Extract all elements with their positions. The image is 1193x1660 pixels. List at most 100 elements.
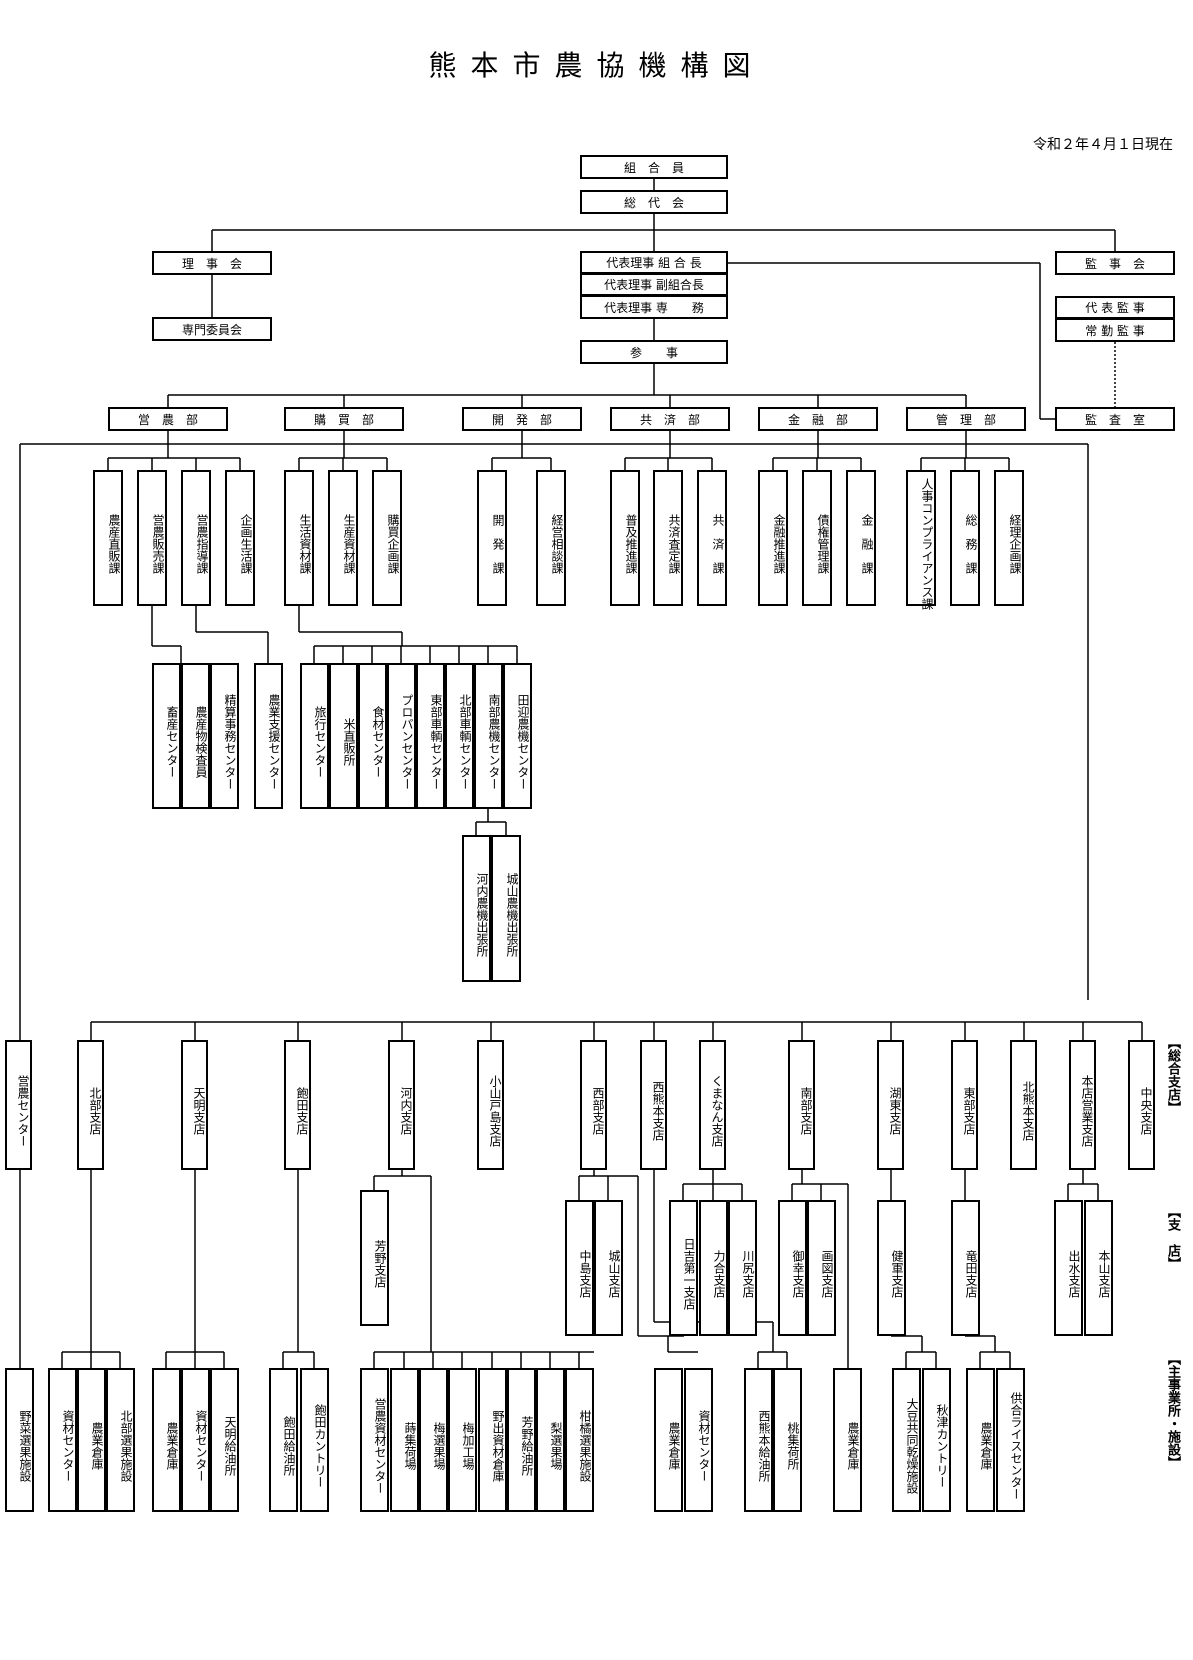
facility-box: 農業倉庫 (966, 1368, 995, 1512)
section-box: 開 発 課 (477, 470, 507, 606)
branch-box: 飽田支店 (284, 1040, 311, 1170)
department-box: 管 理 部 (906, 407, 1026, 431)
facility-box: 野出資材倉庫 (478, 1368, 507, 1512)
facility-box: 北部選果施設 (106, 1368, 135, 1512)
section-box: 経理企画課 (994, 470, 1024, 606)
rep-auditor-box: 代 表 監 事 (1055, 296, 1175, 319)
section-box: 債権管理課 (802, 470, 832, 606)
committee-box: 専門委員会 (152, 317, 272, 341)
facility-box: 飽田給油所 (269, 1368, 298, 1512)
date-note: 令和２年４月１日現在 (1033, 137, 1173, 153)
center-box: 城山農機出張所 (491, 835, 521, 982)
branch-box: 南部支店 (788, 1040, 815, 1170)
facility-box: 梅加工場 (448, 1368, 477, 1512)
section-box: 共 済 課 (697, 470, 727, 606)
department-box: 金 融 部 (758, 407, 878, 431)
section-box: 共済査定課 (653, 470, 683, 606)
legend-facilities: 【主事業所・施設】 (1165, 1352, 1180, 1469)
facility-box: 農業倉庫 (654, 1368, 683, 1512)
sub-branch-box: 竜田支店 (951, 1200, 980, 1336)
branch-box: 西熊本支店 (640, 1040, 667, 1170)
center-box: 旅行センター (300, 663, 329, 809)
audit-office-box: 監 査 室 (1055, 407, 1175, 431)
facility-box: 野菜選果施設 (5, 1368, 34, 1512)
section-box: 営農販売課 (137, 470, 167, 606)
members-box: 組 合 員 (580, 155, 728, 179)
center-box: プロパンセンター (387, 663, 416, 809)
section-box: 金融推進課 (758, 470, 788, 606)
center-box: 東部車輌センター (416, 663, 445, 809)
facility-box: 資材センター (48, 1368, 77, 1512)
facility-box: 芳野給油所 (507, 1368, 536, 1512)
section-box: 営農指導課 (181, 470, 211, 606)
section-box: 経営相談課 (536, 470, 566, 606)
section-box: 購買企画課 (372, 470, 402, 606)
branch-box: 本店営業支店 (1069, 1040, 1096, 1170)
center-box: 北部車輌センター (445, 663, 474, 809)
facility-box: 農業倉庫 (833, 1368, 862, 1512)
center-box: 精算事務センター (210, 663, 239, 809)
sub-branch-box: 画図支店 (807, 1200, 836, 1336)
facility-box: 供合ライスセンター (996, 1368, 1025, 1512)
sub-branch-box: 中島支店 (565, 1200, 594, 1336)
department-box: 購 買 部 (284, 407, 404, 431)
facility-box: 梅選果場 (419, 1368, 448, 1512)
fulltime-auditor-box: 常 勤 監 事 (1055, 318, 1175, 342)
center-box: 河内農機出張所 (462, 835, 491, 982)
facility-box: 資材センター (181, 1368, 210, 1512)
branch-box: 営農センター (5, 1040, 32, 1170)
center-box: 米直販所 (329, 663, 358, 809)
sub-branch-box: 日吉第一支店 (669, 1200, 698, 1336)
branch-box: 湖東支店 (877, 1040, 904, 1170)
section-box: 普及推進課 (610, 470, 640, 606)
councillor-box: 参 事 (580, 340, 728, 364)
facility-box: 桃集荷所 (773, 1368, 802, 1512)
facility-box: 秋津カントリー (922, 1368, 951, 1512)
facility-box: 農業倉庫 (152, 1368, 181, 1512)
facility-box: 営農資材センター (360, 1368, 389, 1512)
delegates-box: 総 代 会 (580, 190, 728, 214)
center-box: 南部農機センター (474, 663, 503, 809)
center-box: 農業支援センター (254, 663, 283, 809)
auditors-box: 監 事 会 (1055, 251, 1175, 275)
branch-box: 河内支店 (388, 1040, 415, 1170)
section-box: 企画生活課 (225, 470, 255, 606)
president-box: 代表理事 組 合 長 (580, 251, 728, 274)
legend-general-branch: 【総合支店】 (1165, 1036, 1180, 1114)
sub-branch-box: 本山支店 (1084, 1200, 1113, 1336)
branch-box: 小山戸島支店 (477, 1040, 504, 1170)
center-box: 畜産センター (152, 663, 181, 809)
facility-box: 天明給油所 (210, 1368, 239, 1512)
branch-box: くまなん支店 (699, 1040, 726, 1170)
managing-director-box: 代表理事 専 務 (580, 295, 728, 319)
section-box: 金 融 課 (846, 470, 876, 606)
section-box: 生活資材課 (284, 470, 314, 606)
section-box: 総 務 課 (950, 470, 980, 606)
section-box: 農産直販課 (93, 470, 123, 606)
branch-box: 天明支店 (181, 1040, 208, 1170)
department-box: 営 農 部 (108, 407, 228, 431)
center-box: 田迎農機センター (503, 663, 532, 809)
section-box: 人事コンプライアンス課 (906, 470, 936, 610)
facility-box: 飽田カントリー (300, 1368, 329, 1512)
department-box: 開 発 部 (462, 407, 582, 431)
facility-box: 柑橘選果施設 (565, 1368, 594, 1512)
sub-branch-box: 御幸支店 (778, 1200, 807, 1336)
facility-box: 梨選果場 (536, 1368, 565, 1512)
branch-box: 北熊本支店 (1010, 1040, 1037, 1170)
facility-box: 蒔集荷場 (390, 1368, 419, 1512)
section-box: 生産資材課 (328, 470, 358, 606)
sub-branch-box: 健軍支店 (877, 1200, 906, 1336)
legend-branch: 【支 店】 (1165, 1205, 1180, 1270)
facility-box: 農業倉庫 (77, 1368, 106, 1512)
board-box: 理 事 会 (152, 251, 272, 275)
facility-box: 資材センター (684, 1368, 713, 1512)
branch-box: 西部支店 (580, 1040, 607, 1170)
sub-branch-box: 芳野支店 (360, 1190, 389, 1326)
department-box: 共 済 部 (610, 407, 730, 431)
center-box: 農産物検査員 (181, 663, 210, 809)
page-title: 熊本市農協機構図 (428, 49, 765, 82)
sub-branch-box: 力合支店 (699, 1200, 728, 1336)
branch-box: 中央支店 (1128, 1040, 1155, 1170)
